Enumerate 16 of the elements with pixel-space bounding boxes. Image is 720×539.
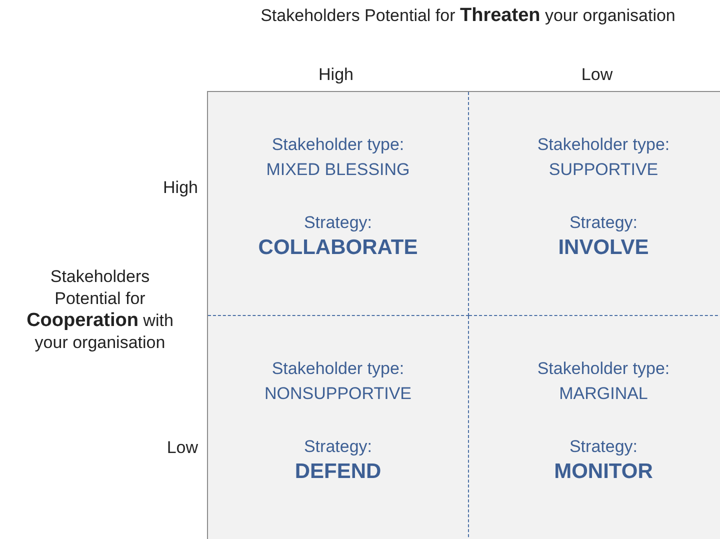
stakeholder-type: Stakeholder type: MARGINAL [536,358,671,405]
axis-title: Stakeholders Potential for Threaten your organisation [260,4,676,28]
axis-title: Stakeholders Potential for Cooperation with your organisation [26,266,174,354]
stakeholder-type: Stakeholder type: SUPPORTIVE [536,134,671,181]
axis-level-label: Low [166,437,198,459]
stakeholder-type: Stakeholder type: MIXED BLESSING [265,134,411,181]
quadrant [208,92,469,316]
strategy: Strategy: MONITOR [553,436,654,484]
axis-level-label: High [162,177,198,199]
axis-level-label: High [318,64,354,86]
strategy: Strategy: COLLABORATE [257,212,419,260]
stakeholder-type: Stakeholder type: NONSUPPORTIVE [263,358,413,405]
strategy: Strategy: INVOLVE [557,212,650,260]
matrix-panel [207,91,720,539]
strategy: Strategy: DEFEND [294,436,382,484]
axis-level-label: Low [580,64,614,86]
